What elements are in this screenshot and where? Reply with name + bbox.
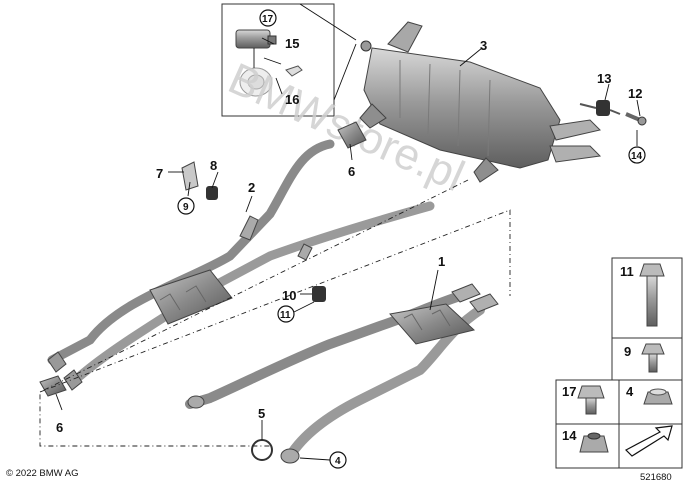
detail-inset bbox=[221, 3, 357, 117]
diagram-id: 521680 bbox=[640, 472, 672, 483]
reference-lines bbox=[39, 179, 511, 447]
mount-ring-part bbox=[239, 65, 303, 97]
label-part-16: 16 bbox=[285, 92, 299, 107]
direction-arrow-icon bbox=[625, 425, 673, 457]
label-part-1: 1 bbox=[438, 254, 445, 269]
bolt-12-part bbox=[625, 112, 647, 126]
legend-label-4: 4 bbox=[626, 384, 634, 399]
circled-label-4: 4 bbox=[329, 451, 347, 469]
label-part-10: 10 bbox=[282, 288, 296, 303]
front-pipe-assembly-part bbox=[47, 139, 435, 391]
label-part-6-upper: 6 bbox=[348, 164, 355, 179]
legend-label-14: 14 bbox=[562, 428, 577, 443]
nut-14-icon bbox=[579, 432, 609, 453]
label-part-15: 15 bbox=[285, 36, 299, 51]
bolt-17-icon bbox=[577, 385, 605, 415]
bolt-9-icon bbox=[641, 343, 665, 373]
damper-8-part bbox=[206, 186, 218, 200]
bolt-11-icon bbox=[639, 263, 665, 327]
sensor-bracket-part bbox=[235, 29, 277, 49]
svg-text:11: 11 bbox=[280, 310, 291, 321]
legend-label-9: 9 bbox=[624, 344, 631, 359]
leader-lines bbox=[55, 37, 641, 461]
label-part-8: 8 bbox=[210, 158, 217, 173]
middle-pipe-part bbox=[185, 283, 499, 464]
circled-label-14: 14 bbox=[628, 146, 646, 164]
seal-ring-5-part bbox=[251, 439, 273, 461]
hanger-13-part bbox=[579, 100, 621, 116]
label-part-3: 3 bbox=[480, 38, 487, 53]
label-part-13: 13 bbox=[597, 71, 611, 86]
circled-label-9: 9 bbox=[177, 197, 195, 215]
label-part-2: 2 bbox=[248, 180, 255, 195]
copyright-text: © 2022 BMW AG bbox=[6, 468, 78, 479]
legend-label-17: 17 bbox=[562, 384, 576, 399]
svg-text:17: 17 bbox=[262, 14, 274, 25]
clamp-6-upper-part bbox=[337, 121, 367, 149]
bracket-7-part bbox=[181, 161, 199, 191]
parts-legend: 11 9 17 4 14 bbox=[555, 257, 683, 469]
svg-text:4: 4 bbox=[335, 456, 341, 467]
label-part-12: 12 bbox=[628, 86, 642, 101]
circled-label-11: 11 bbox=[277, 305, 295, 323]
legend-label-11: 11 bbox=[620, 264, 634, 279]
circled-label-17: 17 bbox=[259, 9, 277, 27]
svg-text:14: 14 bbox=[631, 151, 643, 162]
nut-4-icon bbox=[643, 388, 673, 405]
label-part-7: 7 bbox=[156, 166, 163, 181]
label-part-5: 5 bbox=[258, 406, 265, 421]
damper-10-part bbox=[312, 286, 326, 302]
rear-muffler-part bbox=[359, 21, 602, 183]
svg-text:9: 9 bbox=[183, 202, 189, 213]
clamp-6-lower-part bbox=[39, 375, 67, 397]
label-part-6-lower: 6 bbox=[56, 420, 63, 435]
